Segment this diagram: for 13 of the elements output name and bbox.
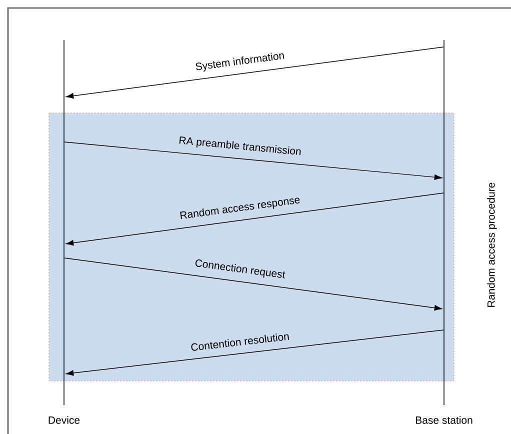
edge-label: Contention resolution xyxy=(191,334,290,351)
actor-label: Base station xyxy=(416,416,472,424)
edge-label: System information xyxy=(196,52,284,72)
arrow xyxy=(66,46,444,99)
arrow xyxy=(64,142,442,180)
edge-label: RA preamble transmission xyxy=(179,136,301,156)
arrow xyxy=(66,192,444,246)
band-heading: Random access procedure xyxy=(487,182,497,307)
actor-label: Device xyxy=(48,416,80,424)
arrow xyxy=(66,330,444,376)
edge-label: Connection request xyxy=(195,259,286,278)
arrow xyxy=(64,258,442,311)
edge-label: Random access response xyxy=(180,198,300,220)
